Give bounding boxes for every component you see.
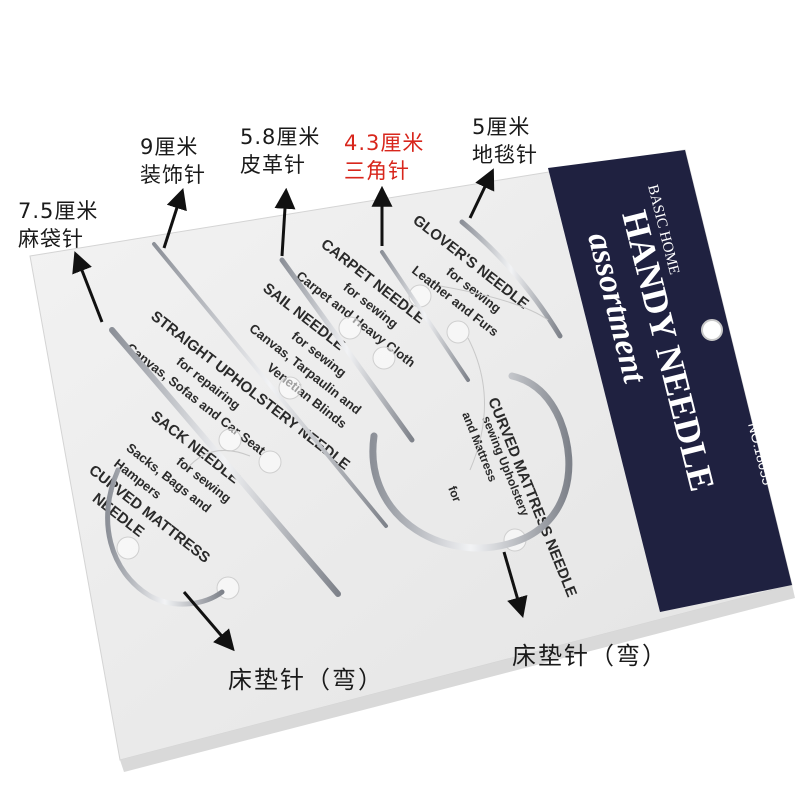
label-upholstery-size: 9厘米 (140, 135, 199, 159)
holder-dot (338, 316, 362, 340)
label-curved-small: 床垫针（弯） (228, 666, 384, 694)
label-carpet-name: 三角针 (344, 159, 410, 183)
glovers-needle (459, 219, 563, 339)
label-glovers-size: 5厘米 (472, 115, 531, 139)
thread-line (439, 285, 549, 321)
holder-dot (218, 428, 242, 452)
straight-upholstery-needle (152, 242, 388, 528)
label-sack-name: 麻袋针 (18, 227, 84, 251)
arrow-glovers-needle (468, 168, 495, 219)
carpet-needle (380, 250, 470, 382)
arrow-curved-small (182, 591, 235, 652)
holder-dot (372, 346, 396, 370)
curved-big-desc1: for (445, 484, 464, 504)
thread-line (185, 449, 251, 471)
sail-needle (279, 257, 415, 443)
holder-dot (278, 376, 302, 400)
curved-mattress-needle-small (105, 467, 225, 607)
arrow-curved-large (502, 551, 528, 619)
curved-mattress-needle-large (369, 372, 573, 552)
brand-panel (548, 150, 792, 612)
label-sack-size: 7.5厘米 (18, 199, 99, 223)
holder-dot (258, 450, 282, 474)
label-sail-name: 皮革针 (240, 153, 306, 177)
arrow-sail-needle (274, 187, 296, 257)
arrow-sack-needle (72, 251, 104, 323)
label-upholstery-name: 装饰针 (140, 163, 206, 187)
arrow-straight-needle (162, 188, 187, 249)
label-curved-large: 床垫针（弯） (512, 642, 668, 670)
holder-dot (116, 536, 140, 560)
holder-dot (446, 320, 470, 344)
label-glovers-name: 地毯针 (472, 143, 538, 167)
sack-needle (109, 327, 341, 597)
card-shadow (120, 585, 795, 772)
thread-line (467, 337, 485, 471)
needle-card: BASIC HOME HANDY NEEDLE assortment NO.18… (29, 149, 795, 772)
hang-hole (701, 319, 723, 341)
label-sail-size: 5.8厘米 (240, 125, 321, 149)
label-carpet-size: 4.3厘米 (344, 131, 425, 155)
